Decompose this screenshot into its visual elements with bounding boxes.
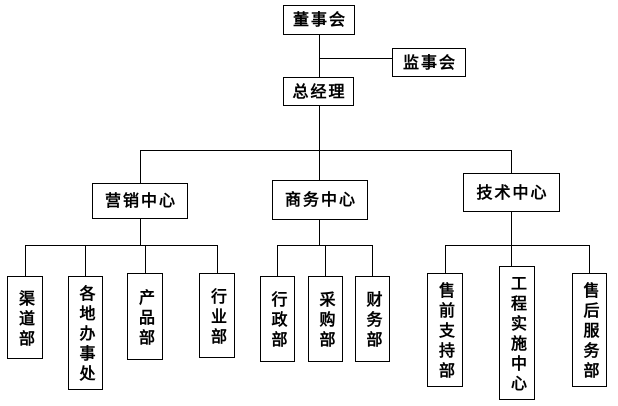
- connector-business-to-split: [319, 220, 320, 245]
- org-node-board-label: 董事会: [292, 10, 347, 29]
- connector-drop-marketing: [140, 150, 141, 183]
- org-node-channel-dept: 渠道部: [7, 276, 43, 359]
- org-node-supervisory-board-label: 监事会: [402, 52, 457, 72]
- connector-drop-aftersales: [589, 245, 590, 273]
- org-node-general-manager: 总经理: [283, 77, 354, 106]
- org-node-finance-dept: 财务部: [355, 276, 390, 362]
- org-node-industry-dept: 行业部: [199, 273, 235, 358]
- connector-drop-offices: [85, 245, 86, 276]
- org-node-technology-center: 技术中心: [463, 173, 560, 212]
- connector-drop-purchasing: [325, 245, 326, 276]
- org-node-engineering-implementation-center-label: 工程实施中心: [508, 275, 527, 395]
- connector-drop-technology: [511, 150, 512, 173]
- org-node-aftersales-service-dept: 售后服务部: [572, 273, 607, 387]
- org-node-regional-offices-label: 各地办事处: [76, 285, 96, 385]
- org-node-product-dept: 产品部: [127, 273, 163, 360]
- org-node-finance-dept-label: 财务部: [363, 291, 383, 351]
- org-node-engineering-implementation-center: 工程实施中心: [499, 266, 535, 400]
- org-node-general-manager-label: 总经理: [292, 81, 347, 101]
- connector-drop-product: [145, 245, 146, 274]
- connector-technology-to-split: [511, 212, 512, 245]
- org-node-marketing-center-label: 营销中心: [104, 191, 177, 210]
- connector-centers-bus: [140, 150, 512, 151]
- org-node-business-center-label: 商务中心: [284, 190, 357, 209]
- connector-drop-channel: [25, 245, 26, 276]
- org-node-business-center: 商务中心: [272, 180, 368, 220]
- connector-to-supervisory-board: [319, 58, 392, 59]
- connector-technology-bus: [445, 245, 590, 246]
- connector-marketing-bus: [25, 245, 218, 246]
- connector-drop-industry: [217, 245, 218, 274]
- org-node-presales-support-dept: 售前支持部: [427, 273, 463, 387]
- org-node-admin-dept: 行政部: [260, 276, 295, 362]
- org-node-supervisory-board: 监事会: [392, 48, 466, 77]
- connector-drop-business: [319, 150, 320, 180]
- org-node-presales-support-dept-label: 售前支持部: [436, 282, 455, 382]
- connector-drop-finance: [372, 245, 373, 276]
- org-node-purchasing-dept: 采购部: [308, 276, 343, 362]
- connector-board-to-gm: [319, 35, 320, 77]
- org-node-product-dept-label: 产品部: [136, 288, 155, 349]
- org-node-regional-offices: 各地办事处: [68, 276, 103, 390]
- org-node-marketing-center: 营销中心: [92, 183, 188, 219]
- connector-marketing-to-split: [140, 219, 141, 245]
- connector-gm-to-split: [319, 106, 320, 150]
- org-node-channel-dept-label: 渠道部: [16, 289, 35, 350]
- org-node-aftersales-service-dept-label: 售后服务部: [580, 282, 600, 382]
- connector-drop-engineering: [511, 245, 512, 266]
- connector-drop-presales: [445, 245, 446, 273]
- org-node-purchasing-dept-label: 采购部: [316, 291, 336, 351]
- org-node-admin-dept-label: 行政部: [268, 291, 288, 351]
- org-node-technology-center-label: 技术中心: [476, 182, 549, 202]
- org-node-board: 董事会: [283, 5, 355, 35]
- org-node-industry-dept-label: 行业部: [208, 287, 227, 348]
- connector-drop-admin: [277, 245, 278, 276]
